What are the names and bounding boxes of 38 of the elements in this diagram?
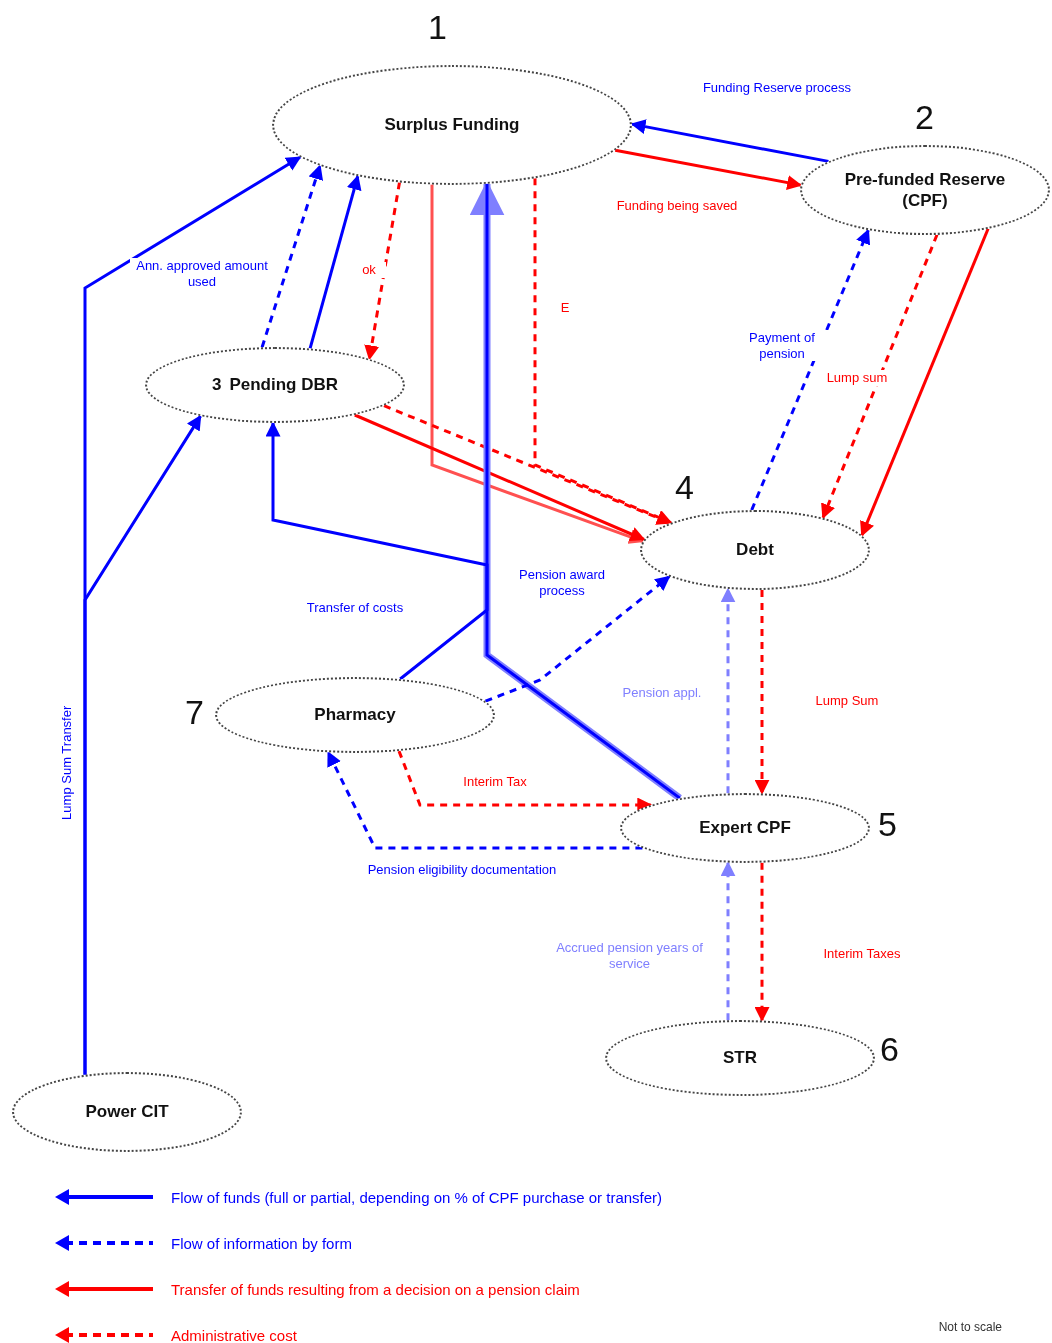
arrow bbox=[364, 182, 401, 361]
arrow bbox=[720, 861, 736, 1021]
arrow bbox=[754, 862, 770, 1022]
arrow bbox=[83, 414, 202, 1075]
callout-number: 2 bbox=[915, 98, 934, 137]
node-label: Pending DBR bbox=[229, 374, 339, 396]
arrow bbox=[260, 164, 324, 348]
arrow bbox=[860, 228, 990, 537]
arrow bbox=[720, 587, 736, 794]
callout-number: 4 bbox=[675, 468, 694, 507]
callout-number: 5 bbox=[878, 805, 897, 844]
node-label: 3 bbox=[211, 374, 222, 396]
arrow bbox=[630, 119, 829, 163]
arrow bbox=[265, 421, 681, 800]
node-label: Pharmacy bbox=[314, 704, 396, 726]
node-label: Surplus Funding bbox=[384, 114, 520, 136]
node-label: Pre-funded Reserve (CPF) bbox=[843, 168, 1007, 212]
legend-label: Flow of funds (full or partial, depending on % of CPF purchase or transfer) bbox=[171, 1188, 663, 1206]
legend-label: Flow of information by form bbox=[171, 1234, 352, 1252]
arrow bbox=[383, 404, 672, 525]
arrow bbox=[754, 589, 770, 795]
legend-label: Administrative cost bbox=[171, 1326, 297, 1343]
callout-number: 7 bbox=[185, 693, 204, 732]
legend-label: Transfer of funds resulting from a decision on a pension claim bbox=[171, 1280, 580, 1298]
note: Not to scale bbox=[938, 1320, 1002, 1334]
node-label: Power CIT bbox=[85, 1101, 169, 1123]
callout-number: 1 bbox=[428, 8, 447, 47]
callout-number: 6 bbox=[880, 1030, 899, 1069]
arrow bbox=[308, 174, 362, 349]
node-label: Expert CPF bbox=[699, 817, 791, 839]
arrow bbox=[533, 178, 673, 525]
arrow bbox=[326, 750, 643, 850]
node-label: Debt bbox=[736, 539, 774, 561]
node-label: STR bbox=[723, 1047, 757, 1069]
arrow bbox=[484, 575, 671, 703]
arrow bbox=[750, 228, 871, 511]
arrow bbox=[821, 234, 939, 520]
arrow bbox=[354, 413, 646, 542]
